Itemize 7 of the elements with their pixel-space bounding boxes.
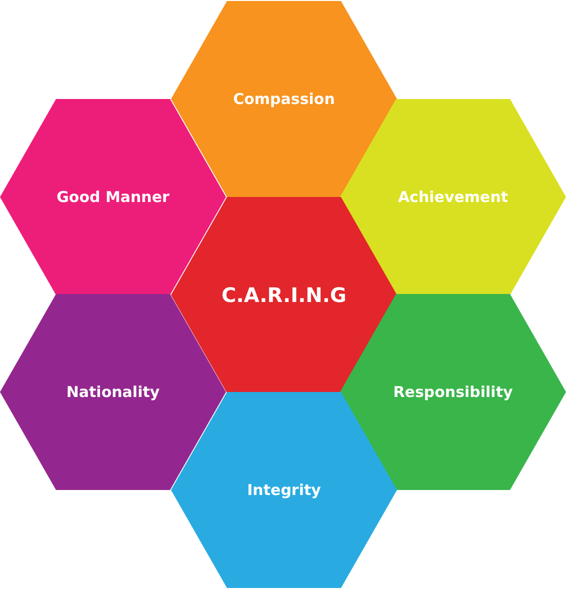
value-label: Good Manner	[56, 188, 170, 206]
center-title: C.A.R.I.N.G	[222, 283, 346, 307]
value-label: Achievement	[398, 188, 508, 206]
value-label: Responsibility	[393, 383, 513, 401]
value-label: Integrity	[247, 481, 321, 499]
value-label: Compassion	[233, 90, 335, 108]
value-label: Nationality	[66, 383, 160, 401]
